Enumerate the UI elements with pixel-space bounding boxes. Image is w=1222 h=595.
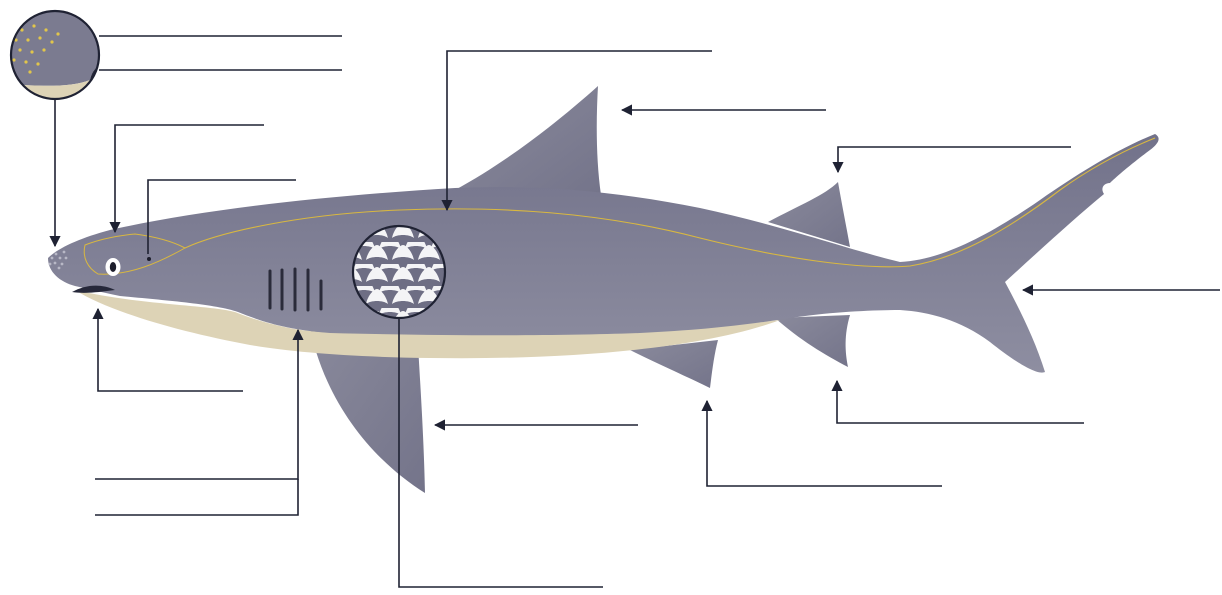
first-dorsal-fin — [455, 86, 601, 195]
ampullae-magnifier — [0, 0, 110, 110]
leader-gill-slits-lower — [95, 479, 298, 515]
spiracle — [147, 257, 151, 261]
leader-second-dorsal-fin — [838, 147, 1071, 172]
leader-gill-slits-upper — [95, 330, 298, 479]
pelvic-fin — [775, 315, 850, 367]
leader-placoid-scales — [399, 318, 603, 587]
pupil — [110, 262, 116, 272]
leader-pelvic-fin — [837, 381, 1084, 423]
leader-anal-fin — [707, 401, 942, 486]
